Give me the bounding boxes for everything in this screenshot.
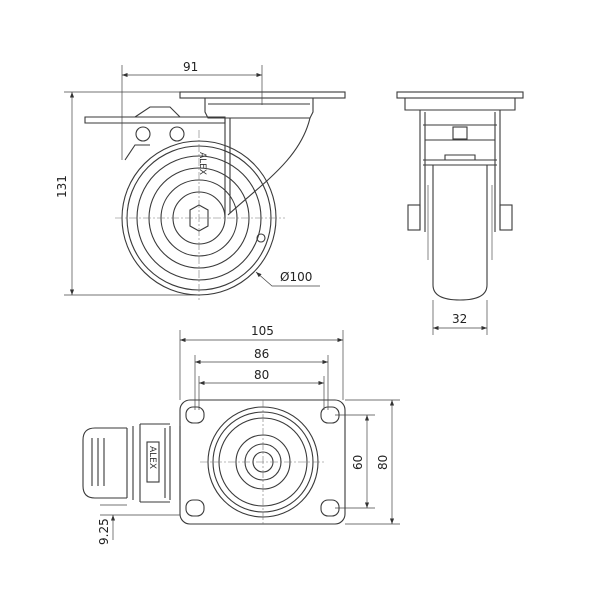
dim-105: 105	[251, 324, 274, 338]
dim-9-25: 9.25	[97, 518, 111, 545]
dim-91: 91	[183, 60, 198, 74]
top-view: ALEX 105 86 80 60 80 9.25	[82, 324, 400, 545]
side-view: ALEX 91 131 Ø100	[55, 60, 346, 300]
front-view: 32	[396, 91, 524, 335]
dim-32: 32	[452, 312, 467, 326]
dim-80-horizontal: 80	[254, 368, 269, 382]
brand-mark-top: ALEX	[147, 446, 157, 469]
dim-80-vertical: 80	[376, 455, 390, 470]
dim-131: 131	[55, 175, 69, 198]
dim-86: 86	[254, 347, 269, 361]
brand-mark: ALEX	[197, 152, 207, 175]
dim-diameter: Ø100	[280, 270, 312, 284]
dim-60: 60	[351, 455, 365, 470]
